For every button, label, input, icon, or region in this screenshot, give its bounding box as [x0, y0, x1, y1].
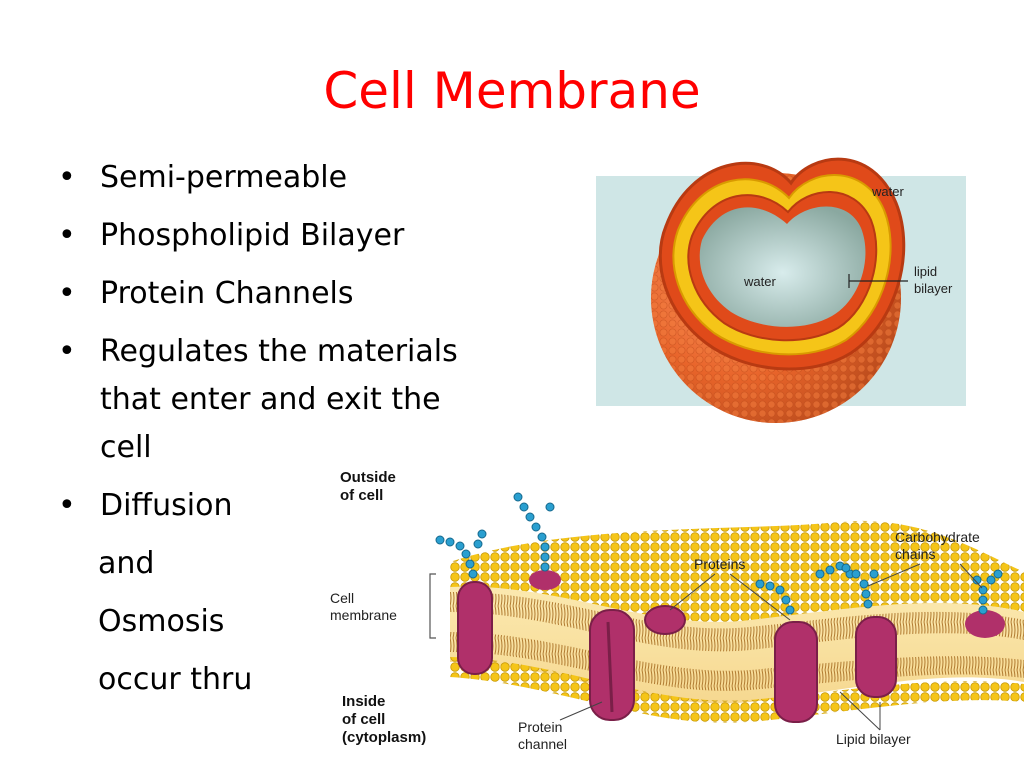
- bullet-dot-icon: •: [58, 276, 76, 311]
- protein-channel: [589, 609, 635, 721]
- continuation-line: occur thru: [98, 662, 253, 697]
- bullet-item: • Semi-permeable: [58, 154, 498, 202]
- carbohydrate-chain: [972, 569, 1003, 615]
- bullet-item: • Phospholipid Bilayer: [58, 212, 498, 260]
- protein-left: [457, 581, 493, 675]
- carbohydrate-chain: [513, 492, 555, 572]
- protein-peripheral: [644, 605, 686, 635]
- protein-right: [855, 616, 897, 698]
- bullet-item: • Regulates the materials that enter and…: [58, 328, 498, 472]
- continuation-line: and: [98, 546, 155, 581]
- label-outside-cell: of cell: [340, 487, 383, 504]
- carbohydrate-chain: [435, 529, 487, 579]
- bullet-item: • Protein Channels: [58, 270, 498, 318]
- vesicle-inner-water: [699, 206, 866, 327]
- label-bilayer: bilayer: [914, 281, 953, 296]
- label-lipid-bilayer: Lipid bilayer: [836, 731, 911, 747]
- bullet-dot-icon: •: [58, 488, 76, 523]
- bullet-text: Regulates the materials that enter and e…: [100, 334, 458, 465]
- membrane-top-surface: [450, 520, 1024, 624]
- label-outside-cell: Outside: [340, 469, 396, 486]
- label-water-outside: water: [871, 184, 904, 199]
- bullet-text: Diffusion: [100, 488, 233, 523]
- label-proteins: Proteins: [694, 556, 745, 572]
- label-lipid: lipid: [914, 264, 937, 279]
- label-inside-cell: of cell: [342, 711, 385, 728]
- bullet-dot-icon: •: [58, 218, 76, 253]
- bullet-dot-icon: •: [58, 334, 76, 369]
- lipid-tails-top: [450, 591, 1024, 652]
- bullet-dot-icon: •: [58, 160, 76, 195]
- membrane-bracket: [429, 573, 436, 639]
- bullet-text: Protein Channels: [100, 276, 354, 311]
- label-carbohydrate-chains: chains: [895, 546, 935, 562]
- label-cell-membrane: Cell: [330, 590, 354, 606]
- bullet-text: Phospholipid Bilayer: [100, 218, 405, 253]
- label-cell-membrane: membrane: [330, 607, 397, 623]
- protein-far-right: [965, 610, 1005, 638]
- protein-middle: [774, 621, 818, 723]
- continuation-line: Osmosis: [98, 604, 225, 639]
- label-protein-channel: Protein: [518, 719, 562, 735]
- label-carbohydrate-chains: Carbohydrate: [895, 529, 980, 545]
- bullet-item: • Diffusion: [58, 482, 498, 530]
- vesicle-figure: water water lipid bilayer: [596, 157, 966, 423]
- label-water-inside: water: [743, 274, 776, 289]
- carbohydrate-chain: [841, 563, 879, 609]
- bullet-text: Semi-permeable: [100, 160, 348, 195]
- slide-title: Cell Membrane: [323, 62, 701, 120]
- label-inside-cell: (cytoplasm): [342, 729, 426, 746]
- label-protein-channel: channel: [518, 736, 567, 752]
- protein-top-small: [529, 570, 561, 590]
- bullet-list: • Semi-permeable • Phospholipid Bilayer …: [58, 154, 498, 714]
- label-inside-cell: Inside: [342, 693, 385, 710]
- membrane-figure: Outside of cell Cell membrane Inside of …: [330, 469, 1024, 752]
